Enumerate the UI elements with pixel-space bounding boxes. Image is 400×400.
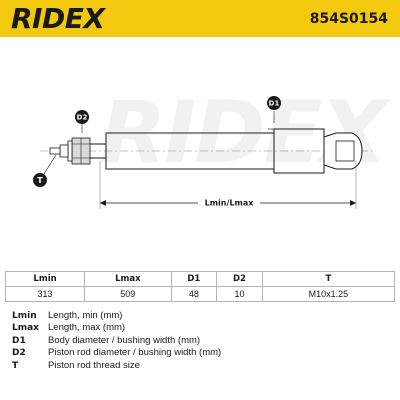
legend-desc: Length, max (mm) xyxy=(48,322,126,334)
header-d2: D2 xyxy=(216,271,263,287)
value-lmax: 509 xyxy=(84,286,172,302)
legend-key: T xyxy=(12,360,19,371)
legend-desc: Piston rod thread size xyxy=(48,359,140,371)
legend-key: Lmax xyxy=(12,323,39,334)
shock-absorber-diagram: Lmin/Lmax D2 D1 T xyxy=(33,96,372,209)
thread-stud xyxy=(49,147,61,155)
legend-desc: Body diameter / bushing width (mm) xyxy=(48,334,201,346)
brand-logo: RIDEX xyxy=(11,2,105,35)
value-d1: 48 xyxy=(170,286,218,302)
specs-value-row: 313 509 48 10 M10x1.25 xyxy=(4,286,396,302)
legend-row: Lmax Length, max (mm) xyxy=(12,322,221,334)
legend: Lmin Length, min (mm) Lmax Length, max (… xyxy=(12,310,221,372)
part-number: 854S0154 xyxy=(309,11,388,27)
legend-desc: Piston rod diameter / bushing width (mm) xyxy=(48,347,222,359)
legend-desc: Length, min (mm) xyxy=(48,310,123,321)
d1-marker xyxy=(267,96,281,110)
legend-key: Lmin xyxy=(12,311,37,321)
length-dimension-label: Lmin/Lmax xyxy=(205,199,255,208)
legend-key: D1 xyxy=(12,335,26,346)
specs-table: Lmin Lmax D1 D2 T 313 509 48 10 M10x1.25 xyxy=(4,271,396,302)
header-lmax: Lmax xyxy=(84,271,172,287)
value-lmin: 313 xyxy=(4,286,86,302)
legend-row: Lmin Length, min (mm) xyxy=(12,310,221,322)
specs-header-row: Lmin Lmax D1 D2 T xyxy=(4,271,396,287)
header-d1: D1 xyxy=(170,271,218,287)
eye-bushing xyxy=(335,140,355,162)
d2-marker-label: D2 xyxy=(77,114,88,122)
legend-row: T Piston rod thread size xyxy=(12,360,221,372)
legend-row: D1 Body diameter / bushing width (mm) xyxy=(12,335,221,347)
value-d2: 10 xyxy=(216,286,263,302)
value-t: M10x1.25 xyxy=(261,286,396,302)
nut xyxy=(59,144,69,158)
legend-key: D2 xyxy=(12,348,26,359)
d1-marker-label: D1 xyxy=(269,100,280,108)
d2-marker xyxy=(75,110,89,124)
header-bar: RIDEX 854S0154 xyxy=(0,0,400,37)
header-lmin: Lmin xyxy=(4,271,86,287)
t-marker xyxy=(33,173,47,187)
washer xyxy=(67,140,73,162)
header-t: T xyxy=(261,271,396,287)
legend-row: D2 Piston rod diameter / bushing width (… xyxy=(12,347,221,359)
t-marker-label: T xyxy=(37,176,43,185)
